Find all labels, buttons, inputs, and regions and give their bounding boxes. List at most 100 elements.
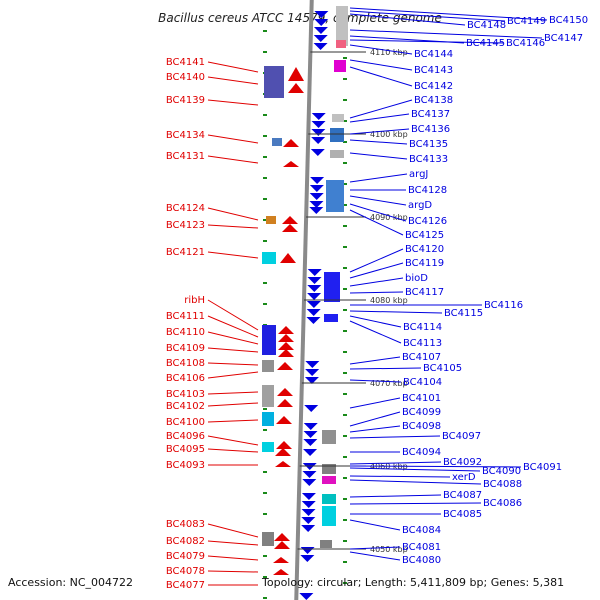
gene-label[interactable]: BC4098 [402, 421, 441, 432]
tick-mark [263, 408, 267, 410]
gene-label[interactable]: BC4081 [402, 542, 441, 553]
gene-label[interactable]: BC4114 [403, 322, 442, 333]
gene-label[interactable]: BC4140 [166, 72, 205, 83]
gene-label[interactable]: BC4128 [408, 185, 447, 196]
gene-label[interactable]: bioD [405, 273, 428, 284]
gene-label[interactable]: BC4083 [166, 519, 205, 530]
gene-label[interactable]: BC4107 [402, 352, 441, 363]
gene-label[interactable]: BC4142 [414, 81, 453, 92]
gene-label[interactable]: xerD [452, 472, 476, 483]
gene-label[interactable]: BC4104 [403, 377, 442, 388]
gene-label[interactable]: BC4090 [482, 466, 521, 477]
gene-label[interactable]: BC4119 [405, 258, 444, 269]
gene-label[interactable]: BC4079 [166, 551, 205, 562]
gene-label[interactable]: BC4099 [402, 407, 441, 418]
gene-label[interactable]: BC4091 [523, 462, 562, 473]
gene-label[interactable]: BC4092 [443, 457, 482, 468]
gene-label[interactable]: BC4102 [166, 401, 205, 412]
gene-label[interactable]: BC4105 [423, 363, 462, 374]
gene-label[interactable]: BC4097 [442, 431, 481, 442]
gene-label[interactable]: BC4117 [405, 287, 444, 298]
gene-label[interactable]: BC4101 [402, 393, 441, 404]
gene-label[interactable]: BC4125 [405, 230, 444, 241]
gene-label[interactable]: BC4149 [507, 16, 546, 27]
gene-label[interactable]: BC4095 [166, 444, 205, 455]
gene-label[interactable]: BC4113 [403, 338, 442, 349]
gene-label[interactable]: BC4143 [414, 65, 453, 76]
gene-label[interactable]: BC4148 [467, 20, 506, 31]
gene-label[interactable]: BC4115 [444, 308, 483, 319]
gene-leader-line [207, 99, 259, 106]
gene-label[interactable]: BC4077 [166, 580, 205, 591]
gene-label[interactable]: BC4137 [411, 109, 450, 120]
gene-label[interactable]: BC4110 [166, 327, 205, 338]
gene-label[interactable]: BC4116 [484, 300, 523, 311]
gene-label[interactable]: BC4134 [166, 130, 205, 141]
gene-leader-line [349, 519, 401, 531]
gene-leader-line [207, 391, 259, 395]
gene-label[interactable]: BC4131 [166, 151, 205, 162]
gene-label[interactable]: BC4146 [506, 38, 545, 49]
kbp-label: 4100 kbp [370, 130, 408, 139]
gene-label[interactable]: BC4111 [166, 311, 205, 322]
gene-label[interactable]: BC4096 [166, 431, 205, 442]
gene-label[interactable]: BC4088 [483, 479, 522, 490]
gene-label[interactable]: BC4080 [402, 555, 441, 566]
gene-label[interactable]: BC4106 [166, 373, 205, 384]
gene-label[interactable]: BC4121 [166, 247, 205, 258]
gene-label[interactable]: BC4124 [166, 203, 205, 214]
genome-summary: Topology: circular; Length: 5,411,809 bp… [261, 576, 564, 589]
gene-label[interactable]: BC4150 [549, 15, 588, 26]
gene-label[interactable]: BC4084 [402, 525, 441, 536]
reverse-gene-arrow [299, 593, 314, 600]
tick-mark [343, 57, 347, 59]
gene-label[interactable]: BC4135 [409, 139, 448, 150]
reverse-gene-arrow [304, 405, 319, 412]
reverse-gene-arrow [310, 177, 325, 184]
reverse-gene-arrow [307, 285, 322, 292]
gene-label[interactable]: BC4136 [411, 124, 450, 135]
gene-label[interactable]: argD [408, 200, 432, 211]
gene-label[interactable]: BC4144 [414, 49, 453, 60]
gene-label[interactable]: BC4147 [544, 33, 583, 44]
tick-mark [263, 576, 267, 578]
gene-label[interactable]: BC4108 [166, 358, 205, 369]
gene-leader-line [349, 195, 407, 206]
gene-label[interactable]: BC4078 [166, 566, 205, 577]
forward-gene-arrow [288, 67, 304, 81]
gene-label[interactable]: BC4109 [166, 343, 205, 354]
tick-mark [263, 114, 267, 116]
gene-label[interactable]: argJ [409, 169, 428, 180]
gene-label[interactable]: BC4126 [408, 216, 447, 227]
gene-label[interactable]: BC4082 [166, 536, 205, 547]
gene-label[interactable]: BC4133 [409, 154, 448, 165]
tick-mark [343, 540, 347, 542]
gene-leader-line [207, 362, 259, 366]
gene-leader-line [207, 523, 259, 538]
reverse-gene-arrow [306, 317, 321, 324]
reverse-gene-arrow [314, 19, 329, 26]
gene-leader-line [349, 66, 413, 87]
gene-label[interactable]: BC4120 [405, 244, 444, 255]
tick-mark [343, 78, 347, 80]
gene-leader-line [207, 555, 259, 561]
gene-label[interactable]: BC4094 [402, 447, 441, 458]
gene-label[interactable]: BC4123 [166, 220, 205, 231]
gene-leader-line [207, 61, 259, 73]
gene-label[interactable]: BC4093 [166, 460, 205, 471]
gene-label[interactable]: ribH [184, 295, 205, 306]
gene-label[interactable]: BC4141 [166, 57, 205, 68]
gene-label[interactable]: BC4103 [166, 389, 205, 400]
gene-label[interactable]: BC4087 [443, 490, 482, 501]
reverse-gene-arrow [305, 369, 320, 376]
gene-label[interactable]: BC4139 [166, 95, 205, 106]
gene-label[interactable]: BC4085 [443, 509, 482, 520]
gene-leader-line [349, 262, 404, 279]
gene-label[interactable]: BC4138 [414, 95, 453, 106]
gene-label[interactable]: BC4086 [483, 498, 522, 509]
gene-label[interactable]: BC4145 [466, 38, 505, 49]
gene-label[interactable]: BC4100 [166, 417, 205, 428]
forward-gene-arrow [280, 253, 296, 263]
tick-mark [343, 120, 347, 122]
gene-leader-line [207, 435, 259, 446]
